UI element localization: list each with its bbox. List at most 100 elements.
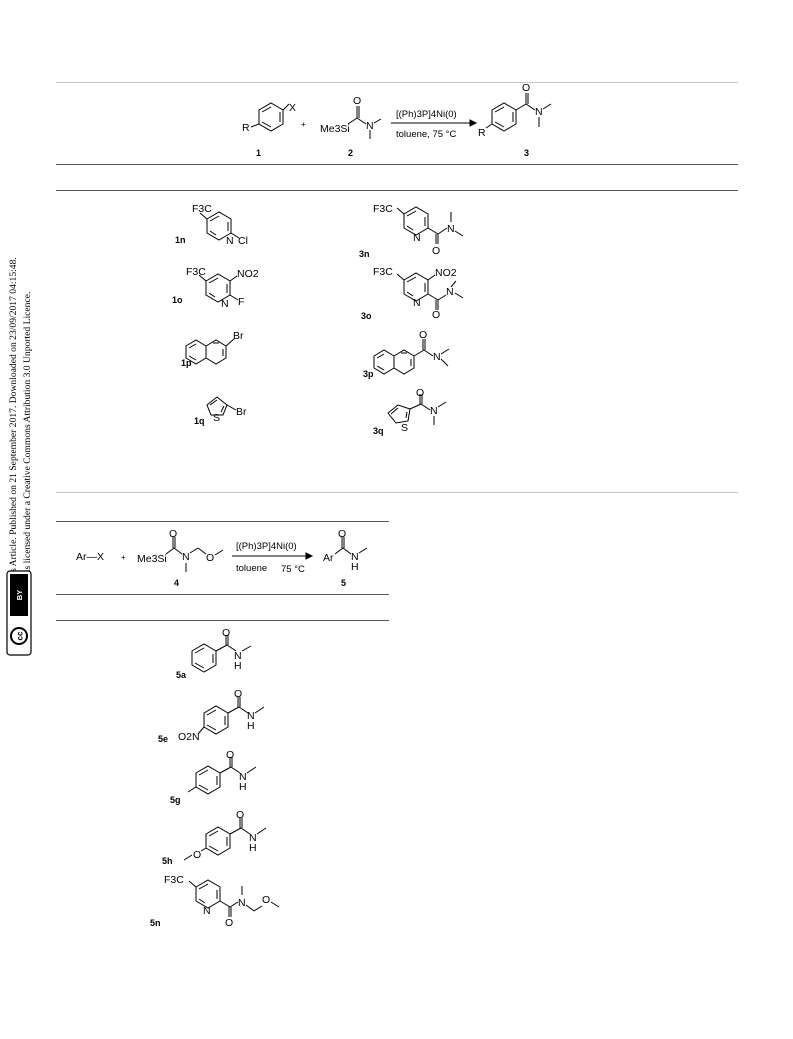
product-5h: O N H O	[183, 809, 267, 861]
cc-by-badge-icon[interactable]: cc BY	[6, 570, 32, 656]
product-3p: O N	[373, 329, 450, 375]
atom-br: Br	[233, 330, 244, 342]
atom-n: N	[247, 710, 255, 722]
catalyst-text: [(Ph)3P]4Ni(0)	[396, 109, 457, 120]
catalyst-text: [(Ph)3P]4Ni(0)	[236, 541, 297, 552]
atom-n: N	[238, 897, 246, 909]
compound-label-1n: 1n	[175, 235, 186, 245]
atom-o: O	[236, 809, 244, 821]
compound-label-1o: 1o	[172, 295, 183, 305]
product-5n: F3C N O N O	[164, 874, 280, 929]
scheme1: X R 1 + Me3Si O N 2 [(Ph)3P]4Ni(0) tolue…	[242, 82, 552, 158]
atom-n: N	[203, 905, 211, 917]
compound-label-5e: 5e	[158, 734, 168, 744]
atom-o: O	[416, 387, 424, 399]
compound-label-5a: 5a	[176, 670, 187, 680]
rule-top	[56, 82, 738, 83]
atom-o: O	[226, 749, 234, 761]
nitro-group: NO2	[237, 268, 259, 280]
product-3-aryl-amide: R O N	[478, 82, 552, 139]
by-glyph: BY	[15, 590, 24, 600]
atom-o: O	[522, 82, 530, 94]
plus-sign: +	[301, 120, 306, 129]
product-3o: F3C NO2 N O N	[373, 266, 464, 321]
atom-f: F	[238, 296, 244, 308]
product-5e: O N H O2N	[178, 688, 265, 743]
cf3-group: F3C	[192, 203, 212, 215]
product-5a: O N H	[191, 627, 252, 673]
compound-label-1: 1	[256, 148, 261, 158]
cc-glyph: cc	[16, 631, 25, 640]
rule-scheme2-top	[56, 521, 389, 522]
compound-label-3: 3	[524, 148, 529, 158]
reactant-2-carbamoylsilane: Me3Si O N	[320, 95, 382, 139]
atom-h: H	[239, 781, 247, 793]
compound-label-2: 2	[348, 148, 353, 158]
nitro-group: O2N	[178, 731, 200, 743]
plus-sign: +	[121, 553, 126, 562]
atom-n: N	[234, 650, 242, 662]
solvent-text: toluene	[236, 563, 267, 574]
atom-o: O	[169, 528, 177, 540]
conditions-text: toluene, 75 °C	[396, 129, 456, 140]
aryl-text: Ar	[323, 552, 334, 564]
rule-scheme1-bottom	[56, 164, 738, 165]
atom-n: N	[249, 832, 257, 844]
atom-o: O	[432, 309, 440, 321]
atom-n: N	[221, 298, 229, 310]
atom-o: O	[432, 245, 440, 257]
atom-n: N	[182, 551, 190, 563]
compound-label-3n: 3n	[359, 249, 370, 259]
compound-label-4: 4	[174, 578, 179, 588]
reaction-arrow-1: [(Ph)3P]4Ni(0) toluene, 75 °C	[391, 109, 478, 140]
nitro-group: NO2	[435, 267, 457, 279]
reactant-1-aryl-halide: X R	[242, 102, 296, 134]
compound-label-5n: 5n	[150, 918, 161, 928]
temperature-text: 75 °C	[281, 564, 305, 575]
atom-o: O	[419, 329, 427, 341]
atom-h: H	[249, 842, 257, 854]
atom-h: H	[247, 720, 255, 732]
atom-n: N	[413, 297, 421, 309]
atom-o: O	[193, 849, 201, 861]
compound-label-3o: 3o	[361, 311, 372, 321]
atom-n: N	[433, 351, 441, 363]
atom-o: O	[222, 627, 230, 639]
atom-n: N	[430, 405, 438, 417]
scheme2: Ar—X + Me3Si O N O 4 [(Ph)3P]4Ni(0) tolu…	[76, 528, 368, 588]
silyl-group: Me3Si	[320, 123, 350, 135]
atom-o: O	[338, 528, 346, 540]
substituent-r: R	[242, 122, 250, 134]
atom-o: O	[262, 894, 270, 906]
atom-n: N	[535, 106, 543, 118]
atom-cl: Cl	[238, 235, 248, 247]
cf3-group: F3C	[164, 874, 184, 886]
substrate-1p: Br	[185, 330, 244, 365]
atom-h: H	[234, 660, 242, 672]
atom-n: N	[447, 223, 455, 235]
atom-n: N	[351, 551, 359, 563]
compound-label-5: 5	[341, 578, 346, 588]
atom-o: O	[206, 552, 214, 564]
cf3-group: F3C	[373, 266, 393, 278]
atom-n: N	[366, 120, 374, 132]
rule-scheme2-bottom	[56, 594, 389, 595]
atom-h: H	[351, 561, 359, 573]
product-3n: F3C N O N	[373, 203, 464, 257]
atom-n: N	[413, 232, 421, 244]
atom-n: N	[226, 235, 234, 247]
substituent-x: X	[289, 102, 296, 114]
atom-o: O	[234, 688, 242, 700]
compound-label-3q: 3q	[373, 426, 384, 436]
atom-s: S	[401, 422, 408, 434]
product-5g: O N H	[187, 749, 257, 795]
rule-table1-bottom	[56, 492, 738, 493]
compound-label-1p: 1p	[181, 358, 192, 368]
atom-s: S	[213, 412, 220, 424]
substrate-1q: S Br	[206, 396, 247, 424]
atom-br: Br	[236, 406, 247, 418]
rule-table2-header	[56, 620, 389, 621]
substrate-1o: F3C NO2 N F	[186, 266, 259, 310]
atom-o: O	[353, 95, 361, 107]
